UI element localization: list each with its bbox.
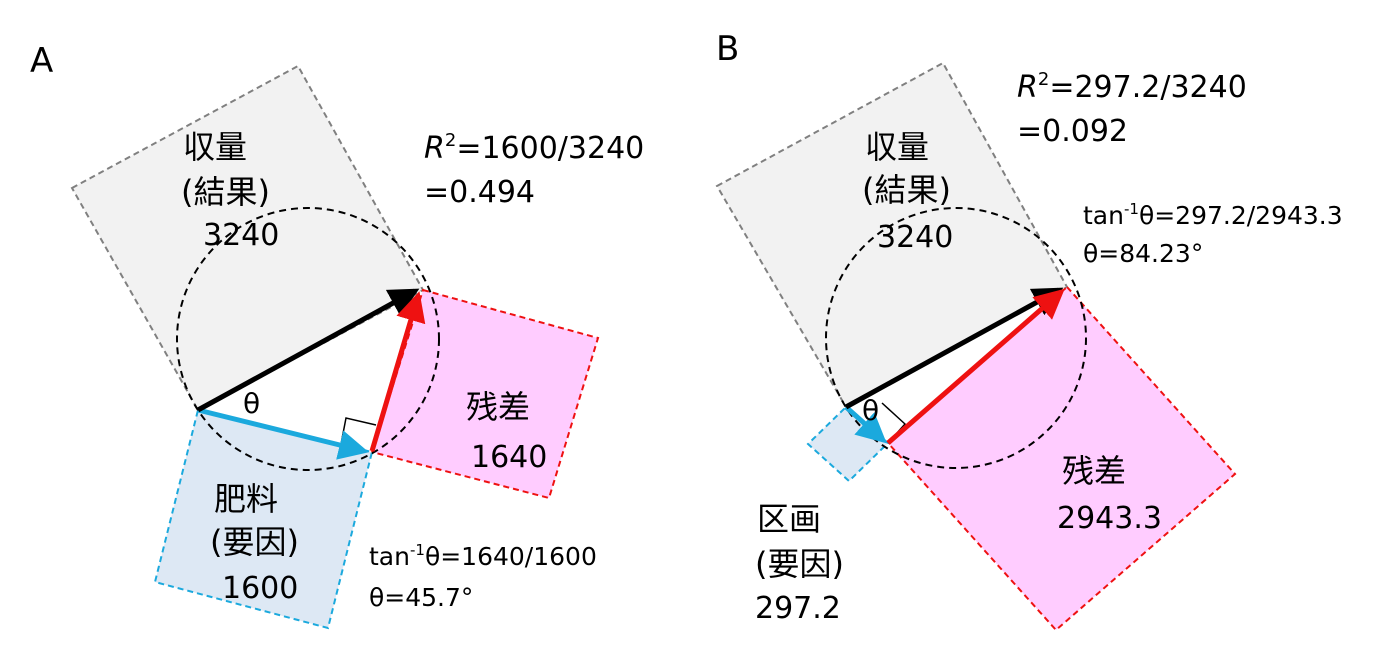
panel-b-r2-symbol: R xyxy=(1017,70,1038,105)
panel-b-dashed-circle xyxy=(825,207,1087,469)
panel-a-label: A xyxy=(30,41,53,81)
panel-b-tan-prefix: tan xyxy=(1083,201,1124,230)
panel-a-tan-formula: tan-1θ=1640/1600 xyxy=(369,541,597,571)
panel-b: B θ 収量 (結果) 3240 残差 2943.3 区画 (要因) 297.2… xyxy=(715,29,1343,632)
panel-a-factor-value: 1600 xyxy=(222,571,298,606)
panel-b-label: B xyxy=(716,29,739,69)
panel-b-r2-expr: =297.2/3240 xyxy=(1049,70,1246,105)
panel-a-residual-value: 1640 xyxy=(471,440,547,475)
panel-b-outcome-arrow xyxy=(844,287,1064,410)
panel-b-factor-value: 297.2 xyxy=(755,591,841,626)
panel-b-r2-result: =0.092 xyxy=(1017,114,1128,149)
panel-b-tan-expr: θ=297.2/2943.3 xyxy=(1139,201,1343,230)
panel-b-residual-square xyxy=(886,285,1237,632)
panel-b-r2-formula: R2=297.2/3240 xyxy=(1017,69,1247,105)
panel-b-outcome-sub: (結果) xyxy=(862,171,951,209)
panel-a-r2-formula: R2=1600/3240 xyxy=(424,130,644,166)
panel-b-factor-label: 区画 xyxy=(757,500,821,538)
panel-b-r2-sup: 2 xyxy=(1038,69,1049,90)
panel-a-tan-expr: θ=1640/1600 xyxy=(425,542,597,571)
panel-b-theta-symbol: θ xyxy=(862,394,879,427)
panel-b-theta-value: θ=84.23° xyxy=(1083,239,1203,268)
panel-a-r2-sup: 2 xyxy=(445,130,456,151)
panel-a-theta-symbol: θ xyxy=(243,387,260,420)
panel-a-outcome-arrow xyxy=(196,288,420,413)
panel-a-r2-expr: =1600/3240 xyxy=(456,131,644,166)
panel-b-factor-square xyxy=(806,405,890,483)
panel-b-residual-label: 残差 xyxy=(1062,452,1126,490)
panel-b-outcome-value: 3240 xyxy=(877,220,953,255)
panel-b-outcome-label: 収量 xyxy=(865,128,929,166)
panel-b-residual-arrow xyxy=(886,288,1065,445)
panel-a-outcome-value: 3240 xyxy=(203,218,279,253)
panel-a-factor-square xyxy=(153,408,374,630)
panel-a: A θ 収量 (結果) 3240 残差 1640 肥料 (要因) 1600 R2… xyxy=(30,41,644,630)
panel-a-factor-arrow xyxy=(197,407,369,460)
panel-a-theta-value: θ=45.7° xyxy=(369,583,473,612)
panel-b-factor-sub: (要因) xyxy=(755,545,844,583)
panel-a-factor-sub: (要因) xyxy=(210,523,299,561)
panel-a-r2-result: =0.494 xyxy=(424,175,535,210)
panel-a-residual-square xyxy=(370,288,600,500)
panel-a-tan-prefix: tan xyxy=(369,542,410,571)
panel-a-outcome-sub: (結果) xyxy=(181,173,270,211)
panel-a-factor-label: 肥料 xyxy=(214,480,278,518)
panel-a-r2-symbol: R xyxy=(424,131,445,166)
panel-a-dashed-circle xyxy=(176,207,440,471)
panel-b-residual-value: 2943.3 xyxy=(1057,501,1162,536)
panel-a-residual-label: 残差 xyxy=(466,388,530,426)
panel-a-right-angle-marker xyxy=(340,417,377,445)
panel-b-factor-arrow xyxy=(844,405,887,444)
panel-b-tan-formula: tan-1θ=297.2/2943.3 xyxy=(1083,200,1343,230)
panel-a-residual-arrow xyxy=(369,291,426,452)
panel-a-tan-sup: -1 xyxy=(410,541,425,559)
panel-a-outcome-label: 収量 xyxy=(183,128,247,166)
panel-b-tan-sup: -1 xyxy=(1124,200,1139,218)
